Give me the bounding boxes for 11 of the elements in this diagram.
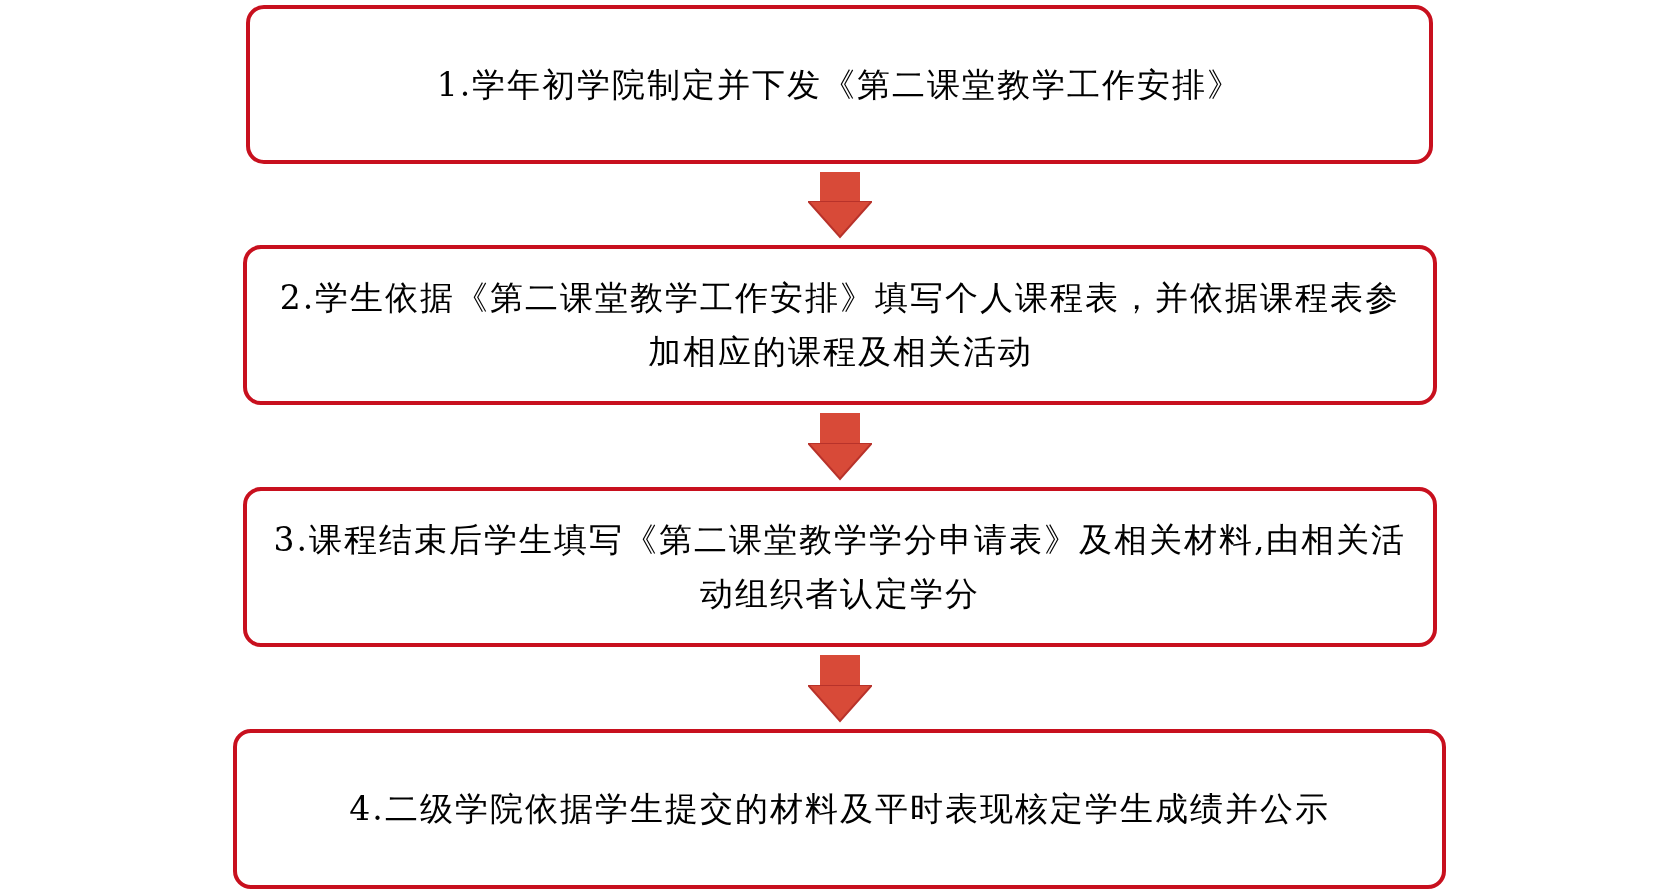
block-arrow [807, 655, 873, 722]
step-text: 1.学年初学院制定并下发《第二课堂教学工作安排》 [436, 63, 1243, 106]
step-text: 4.二级学院依据学生提交的材料及平时表现核定学生成绩并公示 [349, 788, 1330, 830]
step-text: 3.课程结束后学生填写《第二课堂教学学分申请表》及相关材料,由相关活动组织者认定学分 [272, 519, 1408, 615]
block-arrow [807, 172, 873, 238]
process-box [246, 5, 1433, 164]
block-arrow [807, 413, 873, 480]
step-text: 2.学生依据《第二课堂教学工作安排》填写个人课程表，并依据课程表参加相应的课程及相关活动 [278, 277, 1402, 373]
process-box [243, 245, 1437, 405]
process-box [233, 729, 1446, 889]
process-box [243, 487, 1437, 647]
